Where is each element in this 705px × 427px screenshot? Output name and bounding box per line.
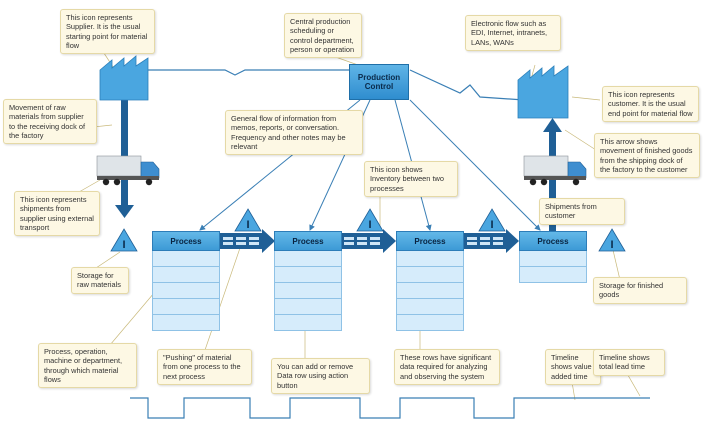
process-box-3[interactable]: Process	[396, 231, 464, 331]
data-row	[396, 251, 464, 267]
callout-data-row: You can add or remove Data row using act…	[271, 358, 370, 394]
supplier-factory-icon	[99, 55, 149, 101]
callout-electronic-flow: Electronic flow such as EDI, Internet, i…	[465, 15, 561, 51]
inventory-triangles: I I I I I	[110, 208, 626, 252]
data-row	[519, 251, 587, 267]
production-control-box[interactable]: Production Control	[349, 64, 409, 100]
timeline	[130, 397, 650, 419]
callout-pushing: "Pushing" of material from one process t…	[157, 349, 252, 385]
raw-material-flow-bar	[121, 100, 128, 208]
inventory-triangle-icon[interactable]: I	[598, 228, 626, 252]
inventory-label: I	[490, 219, 493, 231]
process-title: Process	[396, 231, 464, 251]
process-box-4[interactable]: Process	[519, 231, 587, 283]
callout-rows-significant: These rows have significant data require…	[394, 349, 500, 385]
inventory-triangle-icon[interactable]: I	[110, 228, 138, 252]
data-row	[396, 315, 464, 331]
data-row	[274, 267, 342, 283]
process-title: Process	[519, 231, 587, 251]
data-row	[274, 315, 342, 331]
data-row	[152, 267, 220, 283]
process-box-1[interactable]: Process	[152, 231, 220, 331]
callout-raw-materials-movement: Movement of raw materials from supplier …	[3, 99, 97, 144]
data-row	[274, 299, 342, 315]
process-title: Process	[152, 231, 220, 251]
data-row	[396, 267, 464, 283]
data-row	[152, 251, 220, 267]
supplier-truck-icon	[96, 155, 160, 186]
inventory-label: I	[368, 219, 371, 231]
production-control-label-2: Control	[364, 82, 394, 91]
callout-shipments-supplier: This icon represents shipments from supp…	[14, 191, 100, 236]
data-row	[396, 299, 464, 315]
electronic-flow-right	[409, 69, 526, 104]
data-row	[152, 299, 220, 315]
callout-inventory-icon: This icon shows Inventory between two pr…	[364, 161, 458, 197]
push-arrows	[220, 229, 519, 253]
callout-storage-finished: Storage for finished goods	[593, 277, 687, 304]
callout-shipments-customer: Shipments from customer	[539, 198, 625, 225]
inventory-triangle-icon[interactable]: I	[356, 208, 384, 232]
customer-factory-icon	[517, 65, 569, 119]
callout-process-operation: Process, operation, machine or departmen…	[38, 343, 137, 388]
inventory-triangle-icon[interactable]: I	[234, 208, 262, 232]
process-title: Process	[274, 231, 342, 251]
inventory-label: I	[610, 239, 613, 251]
production-control-label-1: Production	[357, 73, 401, 82]
process-box-2[interactable]: Process	[274, 231, 342, 331]
callout-info-flow: General flow of information from memos, …	[225, 110, 363, 155]
data-row	[274, 251, 342, 267]
finished-goods-flow-head	[543, 118, 562, 132]
callout-finished-goods-arrow: This arrow shows movement of finished go…	[594, 133, 700, 178]
electronic-flow-left	[148, 69, 360, 76]
data-row	[152, 315, 220, 331]
data-row	[274, 283, 342, 299]
inventory-label: I	[122, 239, 125, 251]
inventory-label: I	[246, 219, 249, 231]
data-row	[519, 267, 587, 283]
raw-material-flow-head	[115, 205, 134, 218]
callout-storage-raw: Storage for raw materials	[71, 267, 129, 294]
callout-timeline-lead: Timeline shows total lead time	[593, 349, 665, 376]
customer-truck-icon	[523, 155, 587, 186]
callout-central-control: Central production scheduling or control…	[284, 13, 362, 58]
finished-goods-flow-bar	[549, 128, 556, 233]
inventory-triangle-icon[interactable]: I	[478, 208, 506, 232]
data-row	[396, 283, 464, 299]
callout-supplier-icon: This icon represents Supplier. It is the…	[60, 9, 155, 54]
data-row	[152, 283, 220, 299]
callout-customer-icon: This icon represents customer. It is the…	[602, 86, 699, 122]
